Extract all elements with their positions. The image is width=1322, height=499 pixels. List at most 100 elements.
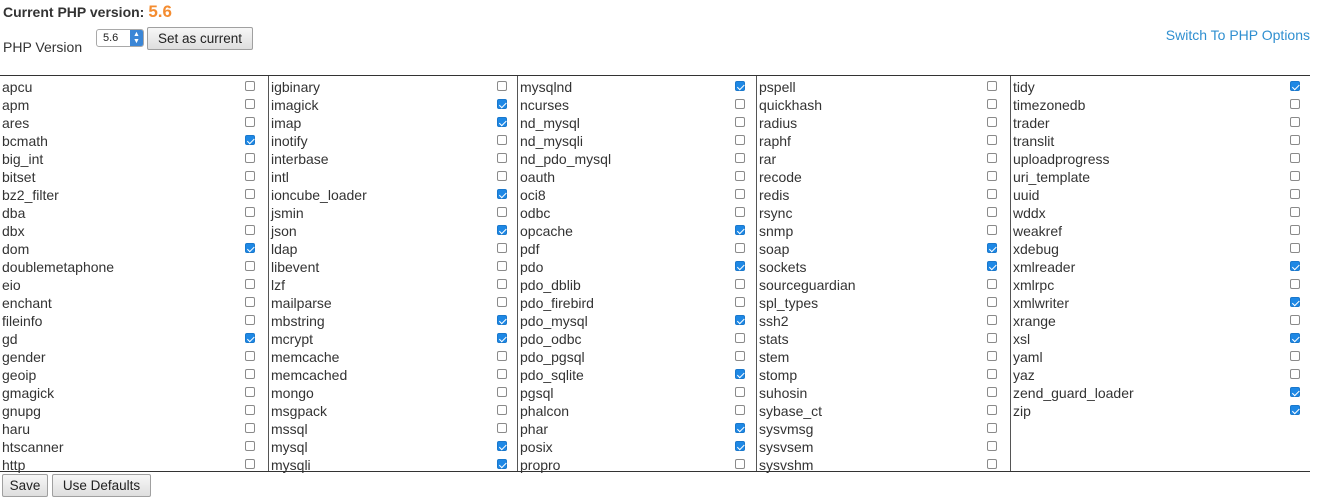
extension-checkbox-mcrypt[interactable] [497, 333, 507, 343]
extension-checkbox-nd_pdo_mysql[interactable] [735, 153, 745, 163]
extension-checkbox-inotify[interactable] [497, 135, 507, 145]
extension-checkbox-pdo_dblib[interactable] [735, 279, 745, 289]
extension-checkbox-rar[interactable] [987, 153, 997, 163]
extension-checkbox-propro[interactable] [735, 459, 745, 469]
extension-checkbox-mysqli[interactable] [497, 459, 507, 469]
extension-checkbox-odbc[interactable] [735, 207, 745, 217]
extension-checkbox-pgsql[interactable] [735, 387, 745, 397]
extension-checkbox-tidy[interactable] [1290, 81, 1300, 91]
extension-checkbox-timezonedb[interactable] [1290, 99, 1300, 109]
extension-checkbox-pspell[interactable] [987, 81, 997, 91]
extension-checkbox-pdo_sqlite[interactable] [735, 369, 745, 379]
extension-checkbox-radius[interactable] [987, 117, 997, 127]
extension-checkbox-pdo_firebird[interactable] [735, 297, 745, 307]
extension-checkbox-weakref[interactable] [1290, 225, 1300, 235]
extension-checkbox-xmlrpc[interactable] [1290, 279, 1300, 289]
extension-checkbox-zend_guard_loader[interactable] [1290, 387, 1300, 397]
extension-checkbox-pdo_pgsql[interactable] [735, 351, 745, 361]
extension-checkbox-raphf[interactable] [987, 135, 997, 145]
extension-checkbox-htscanner[interactable] [245, 441, 255, 451]
extension-checkbox-opcache[interactable] [735, 225, 745, 235]
extension-checkbox-http[interactable] [245, 459, 255, 469]
extension-checkbox-trader[interactable] [1290, 117, 1300, 127]
extension-checkbox-mysqlnd[interactable] [735, 81, 745, 91]
extension-checkbox-xmlreader[interactable] [1290, 261, 1300, 271]
extension-checkbox-intl[interactable] [497, 171, 507, 181]
extension-checkbox-dom[interactable] [245, 243, 255, 253]
extension-checkbox-pdo_mysql[interactable] [735, 315, 745, 325]
extension-checkbox-sysvshm[interactable] [987, 459, 997, 469]
extension-checkbox-spl_types[interactable] [987, 297, 997, 307]
extension-checkbox-rsync[interactable] [987, 207, 997, 217]
extension-checkbox-pdf[interactable] [735, 243, 745, 253]
extension-checkbox-dba[interactable] [245, 207, 255, 217]
extension-checkbox-posix[interactable] [735, 441, 745, 451]
save-button[interactable]: Save [2, 474, 48, 497]
extension-checkbox-nd_mysql[interactable] [735, 117, 745, 127]
extension-checkbox-nd_mysqli[interactable] [735, 135, 745, 145]
extension-checkbox-geoip[interactable] [245, 369, 255, 379]
extension-checkbox-fileinfo[interactable] [245, 315, 255, 325]
extension-checkbox-suhosin[interactable] [987, 387, 997, 397]
extension-checkbox-gender[interactable] [245, 351, 255, 361]
extension-checkbox-oci8[interactable] [735, 189, 745, 199]
extension-checkbox-stats[interactable] [987, 333, 997, 343]
extension-checkbox-enchant[interactable] [245, 297, 255, 307]
extension-checkbox-oauth[interactable] [735, 171, 745, 181]
extension-checkbox-json[interactable] [497, 225, 507, 235]
switch-to-php-options-link[interactable]: Switch To PHP Options [1165, 27, 1310, 43]
extension-checkbox-msgpack[interactable] [497, 405, 507, 415]
extension-checkbox-xsl[interactable] [1290, 333, 1300, 343]
extension-checkbox-pdo_odbc[interactable] [735, 333, 745, 343]
extension-checkbox-xmlwriter[interactable] [1290, 297, 1300, 307]
extension-checkbox-ssh2[interactable] [987, 315, 997, 325]
extension-checkbox-snmp[interactable] [987, 225, 997, 235]
extension-checkbox-uri_template[interactable] [1290, 171, 1300, 181]
extension-checkbox-sybase_ct[interactable] [987, 405, 997, 415]
extension-checkbox-memcache[interactable] [497, 351, 507, 361]
extension-checkbox-wddx[interactable] [1290, 207, 1300, 217]
extension-checkbox-phalcon[interactable] [735, 405, 745, 415]
extension-checkbox-zip[interactable] [1290, 405, 1300, 415]
extension-checkbox-ares[interactable] [245, 117, 255, 127]
extension-checkbox-haru[interactable] [245, 423, 255, 433]
extension-checkbox-bz2_filter[interactable] [245, 189, 255, 199]
extension-checkbox-interbase[interactable] [497, 153, 507, 163]
extension-checkbox-imap[interactable] [497, 117, 507, 127]
extension-checkbox-doublemetaphone[interactable] [245, 261, 255, 271]
extension-checkbox-gnupg[interactable] [245, 405, 255, 415]
extension-checkbox-dbx[interactable] [245, 225, 255, 235]
extension-checkbox-ncurses[interactable] [735, 99, 745, 109]
extension-checkbox-translit[interactable] [1290, 135, 1300, 145]
extension-checkbox-quickhash[interactable] [987, 99, 997, 109]
extension-checkbox-yaml[interactable] [1290, 351, 1300, 361]
extension-checkbox-sockets[interactable] [987, 261, 997, 271]
php-version-select[interactable]: 5.6 ▲▼ [96, 29, 144, 47]
extension-checkbox-stem[interactable] [987, 351, 997, 361]
use-defaults-button[interactable]: Use Defaults [52, 474, 151, 497]
extension-checkbox-eio[interactable] [245, 279, 255, 289]
extension-checkbox-uuid[interactable] [1290, 189, 1300, 199]
extension-checkbox-ioncube_loader[interactable] [497, 189, 507, 199]
extension-checkbox-mssql[interactable] [497, 423, 507, 433]
extension-checkbox-gmagick[interactable] [245, 387, 255, 397]
extension-checkbox-pdo[interactable] [735, 261, 745, 271]
extension-checkbox-jsmin[interactable] [497, 207, 507, 217]
extension-checkbox-lzf[interactable] [497, 279, 507, 289]
extension-checkbox-sourceguardian[interactable] [987, 279, 997, 289]
extension-checkbox-memcached[interactable] [497, 369, 507, 379]
extension-checkbox-mongo[interactable] [497, 387, 507, 397]
extension-checkbox-ldap[interactable] [497, 243, 507, 253]
extension-checkbox-sysvmsg[interactable] [987, 423, 997, 433]
extension-checkbox-apcu[interactable] [245, 81, 255, 91]
extension-checkbox-redis[interactable] [987, 189, 997, 199]
extension-checkbox-xdebug[interactable] [1290, 243, 1300, 253]
extension-checkbox-big_int[interactable] [245, 153, 255, 163]
extension-checkbox-igbinary[interactable] [497, 81, 507, 91]
extension-checkbox-libevent[interactable] [497, 261, 507, 271]
extension-checkbox-yaz[interactable] [1290, 369, 1300, 379]
extension-checkbox-sysvsem[interactable] [987, 441, 997, 451]
extension-checkbox-soap[interactable] [987, 243, 997, 253]
extension-checkbox-recode[interactable] [987, 171, 997, 181]
extension-checkbox-stomp[interactable] [987, 369, 997, 379]
